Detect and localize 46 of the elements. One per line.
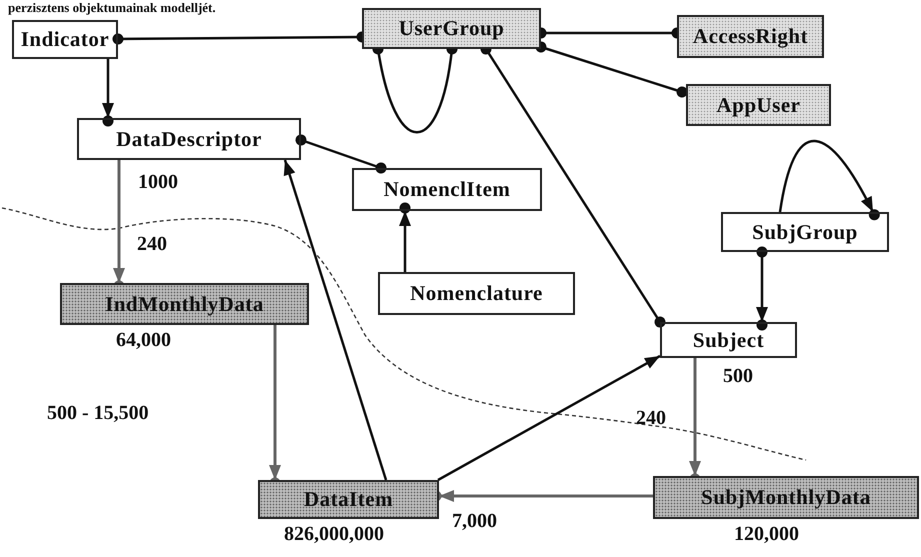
arrow — [437, 354, 661, 482]
count-label: 500 - 15,500 — [47, 402, 149, 424]
entity-box — [686, 84, 831, 126]
count-label: 240 — [636, 407, 666, 429]
count-label: 64,000 — [116, 329, 171, 351]
entity-name: DataDescriptor — [116, 126, 262, 152]
arrow — [269, 325, 281, 480]
entity-box — [258, 480, 439, 519]
entity-box — [653, 476, 919, 519]
count-label: 500 — [723, 365, 753, 387]
entity-box — [721, 212, 889, 252]
entity-box — [352, 168, 542, 211]
entity-name: NomenclItem — [384, 177, 510, 202]
count-label: 120,000 — [734, 523, 799, 545]
count-label: 826,000,000 — [284, 523, 384, 545]
arrow — [113, 160, 125, 283]
entity-name: IndMonthlyData — [105, 292, 264, 316]
entity-box — [677, 15, 824, 58]
arrow — [102, 59, 114, 118]
count-label: 1000 — [138, 171, 178, 193]
entity-box — [77, 118, 301, 160]
arrow — [399, 211, 411, 272]
entity-name: AppUser — [716, 92, 800, 118]
connector — [296, 134, 386, 174]
arrow — [756, 246, 768, 322]
arrow — [284, 160, 388, 480]
connector — [536, 42, 688, 98]
arrow — [439, 490, 653, 502]
entity-box — [362, 8, 541, 49]
entity-box — [660, 322, 797, 358]
entity-name: DataItem — [304, 487, 394, 512]
count-label: 7,000 — [452, 510, 497, 532]
count-label: 240 — [137, 233, 167, 255]
entity-name: SubjGroup — [752, 220, 858, 244]
entity-box — [12, 20, 118, 59]
self-loop-connector — [778, 140, 874, 213]
entity-name: SubjMonthlyData — [701, 485, 871, 510]
entity-name: Subject — [692, 328, 764, 352]
entity-name: Indicator — [20, 27, 110, 52]
arrow — [689, 358, 701, 476]
entity-name: UserGroup — [398, 16, 504, 41]
entity-name: AccessRight — [692, 24, 808, 49]
entity-name: Nomenclature — [410, 281, 543, 306]
entity-box — [60, 283, 309, 325]
entity-box — [378, 272, 575, 315]
caption-text: perzisztens objektumainak modelljét. — [8, 1, 216, 16]
